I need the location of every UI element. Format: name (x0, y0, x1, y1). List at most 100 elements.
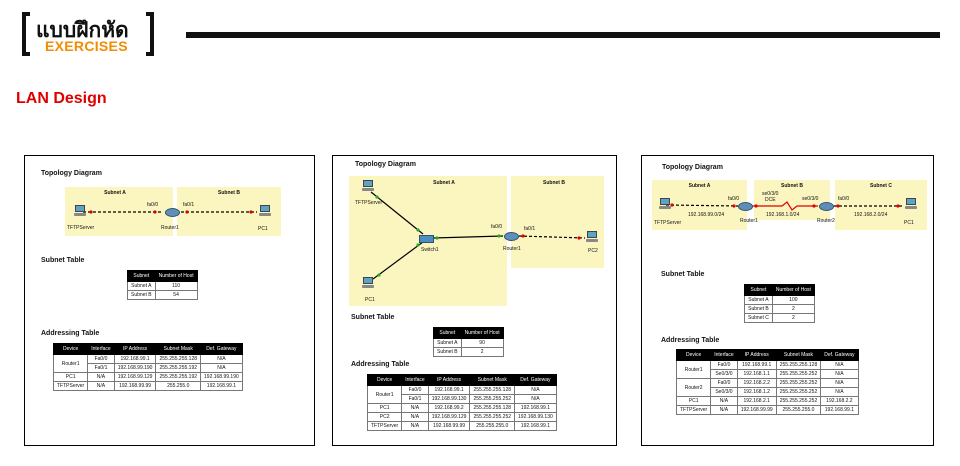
column-header: Device (52, 343, 89, 355)
table-cell: Subnet B (433, 347, 462, 357)
table-cell: 2 (771, 313, 815, 323)
interface-label: fa0/0 (491, 224, 503, 230)
table-cell: 100 (771, 295, 815, 305)
table-cell: 255.255.255.192 (155, 363, 202, 373)
interface-label: se0/3/0 (762, 191, 779, 197)
table-cell: Se0/3/0 (710, 369, 738, 379)
table-cell: 192.168.99.1 (514, 421, 557, 431)
pc2-label: PC2 (588, 248, 598, 254)
pc2-icon (585, 231, 598, 242)
subnet-a-label: Subnet A (688, 183, 711, 189)
table-row: TFTPServer N/A 192.168.99.99 255.255.0 1… (52, 381, 243, 391)
table-row: TFTPServer N/A 192.168.99.99 255.255.255… (675, 405, 859, 415)
tftp-server-icon (361, 180, 374, 191)
column-header: IP Address (736, 349, 777, 361)
column-header: Number of Host (771, 284, 815, 296)
topology-links (83, 210, 257, 214)
table-cell: 192.168.2.2 (820, 396, 859, 406)
table-cell: Router1 (675, 360, 712, 379)
table-cell: Fa0/0 (710, 378, 738, 388)
column-header: IP Address (427, 374, 471, 386)
table-cell: Fa0/1 (401, 394, 429, 404)
table-row: TFTPServer N/A 192.168.99.99 255.255.255… (366, 421, 557, 431)
subnet-table: Subnet Number of Host Subnet A 90 Subnet… (433, 327, 504, 357)
table-cell: N/A (514, 394, 557, 404)
table-row: Subnet B 2 (433, 347, 504, 357)
table-cell: 255.255.255.252 (469, 412, 516, 422)
column-header: Interface (401, 374, 429, 386)
table-cell: 90 (460, 338, 504, 348)
table-cell: Subnet A (744, 295, 773, 305)
table-cell: 192.168.99.129 (113, 372, 157, 382)
subnet-b-zone (511, 176, 604, 268)
column-header: Def. Gateway (200, 343, 243, 355)
exercise-panel-2: Topology Diagram Subnet A Subnet B TFTPS… (332, 155, 617, 446)
router2-icon (819, 202, 834, 211)
exercises-logo: แบบฝึกหัด EXERCISES (22, 12, 162, 58)
network-label: 192.168.1.0/24 (766, 212, 800, 218)
table-cell: N/A (200, 354, 243, 364)
interface-label: se0/3/0 (802, 196, 819, 202)
subnet-c-label: Subnet C (870, 183, 892, 189)
table-cell: 192.168.99.1 (736, 360, 777, 370)
exercise-panel-1: Topology Diagram Subnet A Subnet B TFTPS… (24, 155, 315, 446)
table-cell: N/A (514, 385, 557, 395)
table-row: PC1 N/A 192.168.99.129 255.255.255.192 1… (52, 372, 243, 382)
table-header-row: Device Interface IP Address Subnet Mask … (52, 343, 243, 355)
column-header: Subnet Mask (469, 374, 516, 386)
table-row: Subnet A 100 (744, 295, 815, 305)
table-cell: Router2 (675, 378, 712, 397)
topology-links (665, 201, 904, 211)
subnet-table: Subnet Number of Host Subnet A 100 Subne… (744, 284, 815, 323)
table-cell: N/A (401, 412, 429, 422)
subnet-table-heading: Subnet Table (661, 271, 705, 278)
network-label: 192.168.2.0/24 (854, 212, 888, 218)
table-cell: 255.255.255.128 (469, 385, 516, 395)
table-cell: Subnet C (744, 313, 773, 323)
table-row: Router1 Fa0/0 192.168.99.1 255.255.255.1… (675, 360, 859, 379)
table-cell: N/A (820, 387, 859, 397)
table-cell: 192.168.99.190 (200, 372, 243, 382)
tftp-server-icon (73, 205, 86, 216)
subnet-b-label: Subnet B (781, 183, 803, 189)
switch-icon (419, 235, 434, 243)
topology-heading: Topology Diagram (662, 164, 723, 171)
table-cell: Fa0/1 (87, 363, 115, 373)
table-cell: N/A (200, 363, 243, 373)
table-cell: N/A (820, 378, 859, 388)
subnet-b-label: Subnet B (218, 190, 240, 196)
interface-label: fa0/0 (838, 196, 850, 202)
server-label: TFTPServer (67, 225, 95, 231)
table-cell: 110 (154, 281, 198, 291)
table-cell: 192.168.99.130 (514, 412, 557, 422)
addressing-table-heading: Addressing Table (41, 330, 100, 337)
page-title: LAN Design (16, 90, 107, 107)
router1-icon (738, 202, 753, 211)
column-header: Device (675, 349, 712, 361)
table-cell: 255.255.0 (155, 381, 202, 391)
table-cell: N/A (710, 396, 738, 406)
table-cell: 192.168.99.129 (427, 412, 471, 422)
table-row: PC1 N/A 192.168.2.1 255.255.255.252 192.… (675, 396, 859, 406)
column-header: Subnet (127, 270, 156, 282)
column-header: Subnet (433, 327, 462, 339)
table-cell: 192.168.99.1 (820, 405, 859, 415)
table-cell: 192.168.1.2 (736, 387, 777, 397)
addressing-table: Device Interface IP Address Subnet Mask … (675, 349, 859, 415)
switch-label: Switch1 (421, 247, 439, 253)
table-cell: 255.255.255.128 (469, 403, 516, 413)
interface-label: fa0/1 (524, 226, 536, 232)
table-row: Router2 Fa0/0 192.168.2.2 255.255.255.25… (675, 378, 859, 397)
pc-label: PC1 (904, 220, 914, 226)
table-cell: N/A (401, 403, 429, 413)
table-header-row: Device Interface IP Address Subnet Mask … (675, 349, 859, 361)
table-cell: 192.168.99.190 (113, 363, 157, 373)
table-cell: 54 (154, 290, 198, 300)
table-header-row: Device Interface IP Address Subnet Mask … (366, 374, 557, 386)
column-header: Device (366, 374, 403, 386)
addressing-table: Device Interface IP Address Subnet Mask … (366, 374, 557, 431)
subnet-b-label: Subnet B (543, 180, 565, 186)
table-cell: 192.168.99.2 (427, 403, 471, 413)
table-row: PC1 N/A 192.168.99.2 255.255.255.128 192… (366, 403, 557, 413)
exercise-panel-3: Topology Diagram Subnet A Subnet B Subne… (641, 155, 934, 446)
